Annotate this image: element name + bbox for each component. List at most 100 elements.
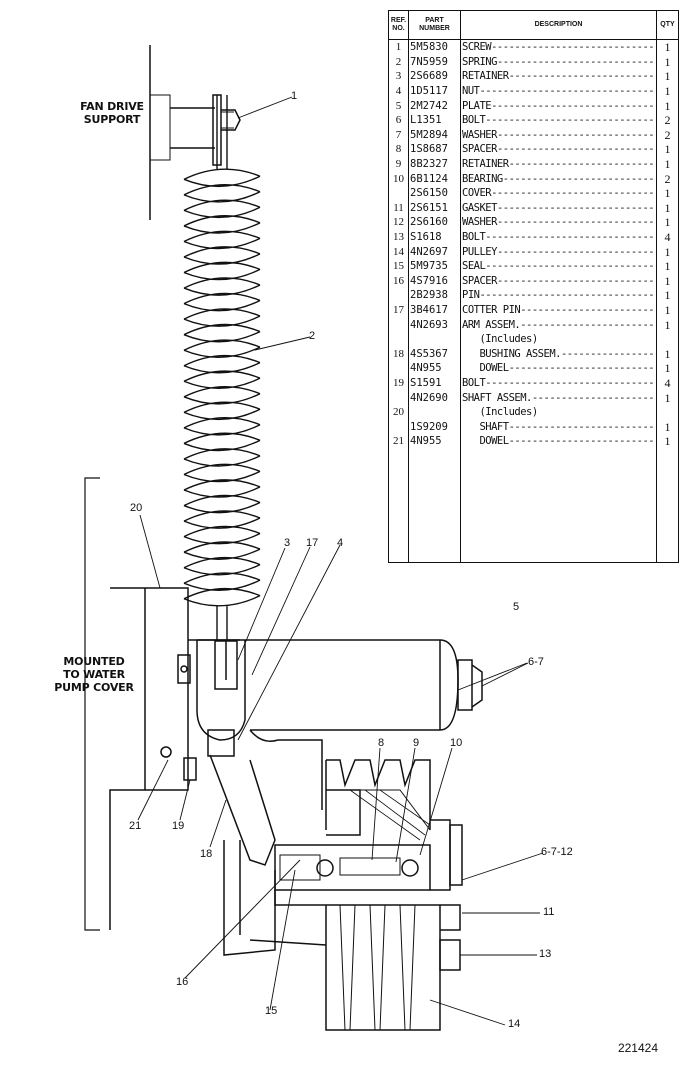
description-cell: COTTER PIN------------------------------… [460, 302, 657, 318]
ref-no-cell: 20 [388, 404, 409, 420]
callout-8: 8 [378, 737, 385, 749]
ref-no-cell: 4 [388, 83, 409, 99]
callout-3: 3 [284, 537, 291, 549]
description-cell: COVER-----------------------------------… [460, 185, 657, 201]
callout-5: 5 [513, 601, 520, 613]
table-row: 2S6150COVER-----------------------------… [388, 185, 679, 201]
qty-cell [656, 331, 679, 347]
description-cell: BOLT------------------------------------… [460, 112, 657, 128]
ref-no-cell: 19 [388, 375, 409, 391]
qty-cell: 1 [656, 361, 679, 376]
part-number-cell [408, 404, 461, 420]
header-qty: QTY [656, 10, 679, 40]
description-cell: SPACER----------------------------------… [460, 142, 657, 157]
drawing-number: 221424 [617, 1041, 658, 1055]
part-number-cell: 2S6151 [408, 200, 461, 216]
callout-11: 11 [543, 906, 555, 918]
part-number-cell: 2B2938 [408, 288, 461, 303]
ref-no-cell [388, 288, 409, 303]
description-cell: PIN-------------------------------------… [460, 288, 657, 303]
part-number-cell: 4S5367 [408, 346, 461, 362]
part-number-cell: 1D5117 [408, 83, 461, 99]
description-cell: BEARING---------------------------------… [460, 171, 657, 186]
arm [209, 754, 276, 956]
ref-no-cell: 11 [388, 200, 409, 216]
empty-cell [388, 448, 409, 563]
spring [183, 95, 261, 640]
qty-cell: 1 [656, 83, 679, 99]
qty-cell: 1 [656, 156, 679, 172]
callout-2: 2 [309, 330, 316, 342]
ref-no-cell: 3 [388, 69, 409, 84]
qty-cell: 1 [656, 390, 679, 405]
description-cell: DOWEL-----------------------------------… [460, 434, 657, 449]
part-number-cell: 1S9209 [408, 419, 461, 435]
ref-no-cell [388, 317, 409, 332]
description-cell: PLATE-----------------------------------… [460, 98, 657, 113]
part-number-cell: S1618 [408, 229, 461, 245]
qty-cell: 4 [656, 375, 679, 391]
callout-14: 14 [508, 1018, 521, 1030]
part-number-cell: 4N955 [408, 361, 461, 376]
callout-16: 16 [176, 976, 189, 988]
table-row: 2B2938PIN-------------------------------… [388, 288, 679, 303]
description-cell: SEAL------------------------------------… [460, 258, 657, 274]
table-filler-row [388, 448, 679, 563]
qty-cell [656, 404, 679, 420]
ref-no-cell: 16 [388, 273, 409, 289]
mounted-label: MOUNTED TO WATER PUMP COVER [54, 655, 134, 694]
description-cell: GASKET----------------------------------… [460, 200, 657, 216]
qty-cell: 1 [656, 244, 679, 259]
part-number-cell: 2S6689 [408, 69, 461, 84]
part-number-cell: 2M2742 [408, 98, 461, 113]
pulley [249, 759, 463, 1031]
description-cell: SPACER----------------------------------… [460, 273, 657, 289]
part-number-cell: 6B1124 [408, 171, 461, 186]
ref-no-cell: 15 [388, 258, 409, 274]
description-cell: PULLEY----------------------------------… [460, 244, 657, 259]
qty-cell: 2 [656, 127, 679, 143]
callout-15: 15 [265, 1005, 278, 1017]
ref-no-cell: 18 [388, 346, 409, 362]
qty-cell: 1 [656, 273, 679, 289]
ref-no-cell: 8 [388, 142, 409, 157]
description-cell: SPRING----------------------------------… [460, 54, 657, 70]
description-cell: WASHER----------------------------------… [460, 127, 657, 143]
part-number-cell: 1S8687 [408, 142, 461, 157]
qty-cell: 1 [656, 39, 679, 55]
callout-4: 4 [337, 537, 344, 549]
part-number-cell [408, 331, 461, 347]
qty-cell: 1 [656, 69, 679, 84]
ref-no-cell [388, 331, 409, 347]
ref-no-cell: 17 [388, 302, 409, 318]
ref-no-cell: 1 [388, 39, 409, 55]
part-number-cell: 5M9735 [408, 258, 461, 274]
part-number-cell: 4N2693 [408, 317, 461, 332]
ref-no-cell: 12 [388, 215, 409, 230]
callout-17: 17 [306, 537, 319, 549]
description-cell: WASHER----------------------------------… [460, 215, 657, 230]
part-number-cell: S1591 [408, 375, 461, 391]
table-row: (Includes) [388, 331, 679, 347]
callout-19: 19 [172, 820, 185, 832]
qty-cell: 1 [656, 288, 679, 303]
description-cell: ARM ASSEM.------------------------------… [460, 317, 657, 332]
fan-drive-support-label: FAN DRIVE SUPPORT [80, 100, 144, 126]
description-cell: (Includes) [460, 331, 657, 347]
